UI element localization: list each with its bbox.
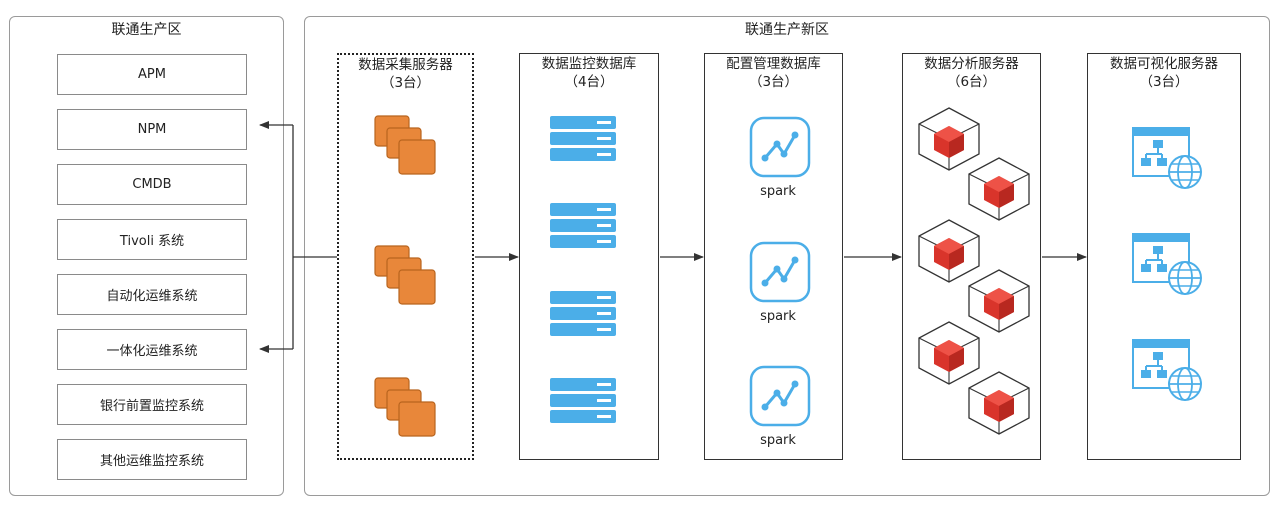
web-sitemap-globe-icon	[1132, 127, 1202, 189]
right-zone-group: 联通生产新区	[304, 16, 1270, 496]
column-count: （3台）	[1139, 74, 1189, 90]
spark-icon	[749, 116, 811, 178]
web-sitemap-globe-icon	[1132, 233, 1202, 295]
container-cube-icon	[968, 269, 1030, 333]
system-apm: APM	[57, 54, 247, 95]
spark-label-2: spark	[760, 309, 796, 324]
left-zone-title: 联通生产区	[111, 22, 182, 38]
web-sitemap-globe-icon	[1132, 339, 1202, 401]
container-cube-icon	[918, 219, 980, 283]
column-count: （3台）	[380, 75, 431, 91]
connector-lines	[259, 121, 1087, 353]
system-automation-ops: 自动化运维系统	[57, 274, 247, 315]
system-bank-frontend-monitor: 银行前置监控系统	[57, 384, 247, 425]
system-other-ops-monitor: 其他运维监控系统	[57, 439, 247, 480]
server-rack-icon	[550, 116, 616, 161]
aws-instances-icon	[374, 115, 436, 175]
system-npm: NPM	[57, 109, 247, 150]
container-cube-icon	[918, 321, 980, 385]
column-count: （3台）	[748, 74, 799, 90]
column-count: （6台）	[946, 74, 997, 90]
spark-icon	[749, 365, 811, 427]
server-rack-icon	[550, 203, 616, 248]
system-integrated-ops: 一体化运维系统	[57, 329, 247, 370]
system-tivoli: Tivoli 系统	[57, 219, 247, 260]
container-cube-icon	[918, 107, 980, 171]
container-cube-icon	[968, 371, 1030, 435]
server-rack-icon	[550, 378, 616, 423]
aws-instances-icon	[374, 377, 436, 437]
column-title: 数据可视化服务器	[1110, 56, 1218, 72]
container-cube-icon	[968, 157, 1030, 221]
aws-instances-icon	[374, 245, 436, 305]
system-cmdb: CMDB	[57, 164, 247, 205]
column-title: 数据采集服务器	[358, 57, 453, 73]
spark-label-3: spark	[760, 433, 796, 448]
spark-label-1: spark	[760, 184, 796, 199]
column-title: 数据监控数据库	[541, 56, 637, 72]
spark-icon	[749, 241, 811, 303]
column-count: （4台）	[564, 74, 614, 90]
server-rack-icon	[550, 291, 616, 336]
left-zone-group: 联通生产区	[9, 16, 284, 496]
column-title: 配置管理数据库	[726, 56, 821, 72]
column-title: 数据分析服务器	[924, 56, 1019, 72]
right-zone-title: 联通生产新区	[745, 22, 829, 38]
